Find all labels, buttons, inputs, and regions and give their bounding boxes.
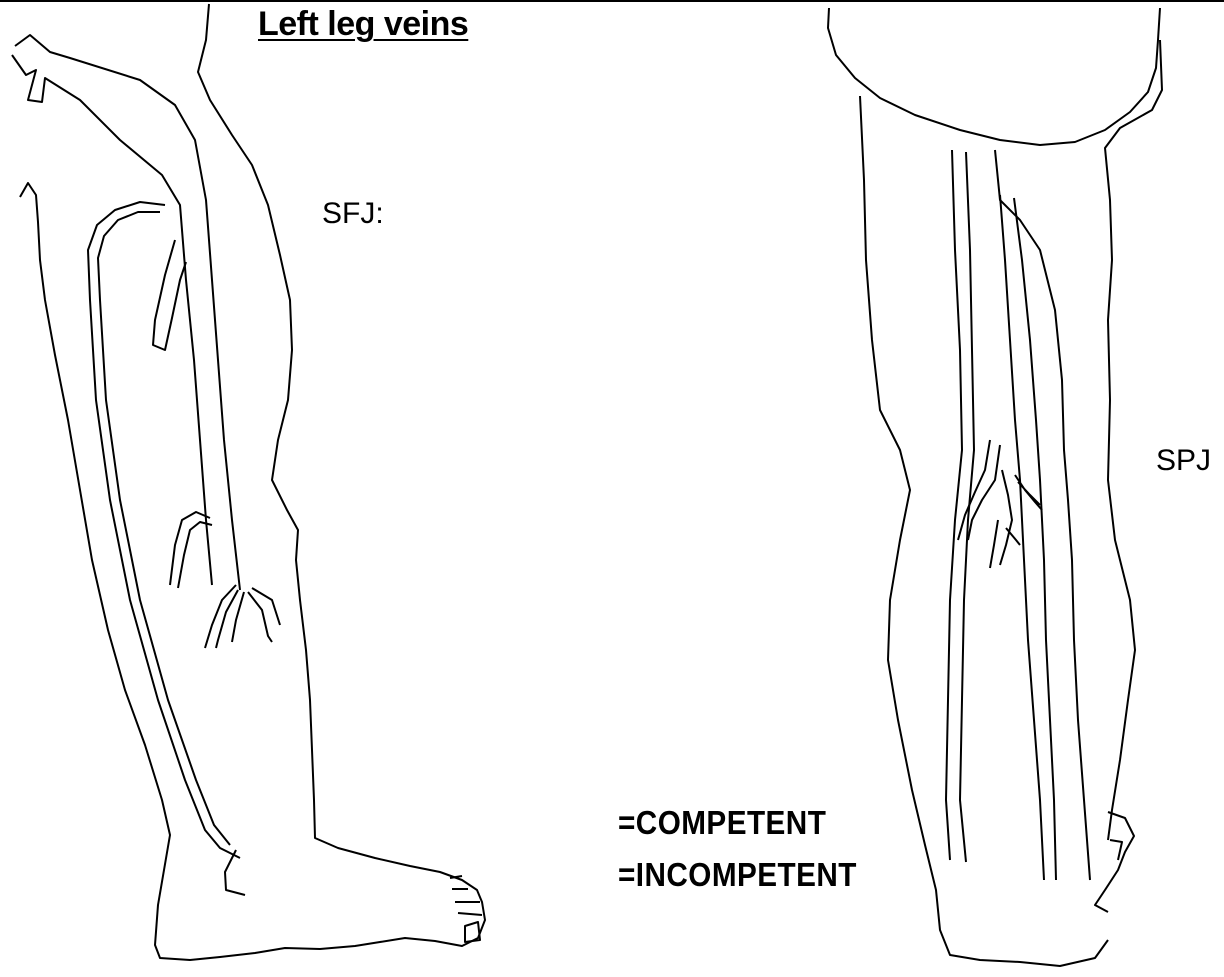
popliteal-tributaries	[958, 440, 1042, 568]
medial-leg-view	[12, 4, 485, 960]
posterior-leg-view	[828, 8, 1162, 966]
groin-tributary	[153, 240, 186, 350]
central-vein-left	[1000, 195, 1044, 880]
knee-tributary	[170, 512, 212, 588]
medial-leg-front-outline	[20, 4, 485, 960]
central-vein-right	[1014, 198, 1056, 880]
legend-competent: =COMPETENT	[618, 805, 826, 841]
heel-notch	[225, 850, 245, 895]
ankle-bump	[1095, 812, 1134, 912]
calf-branches	[205, 585, 280, 648]
accessory-saphenous-vein-inner	[98, 212, 230, 845]
legend-incompetent: =INCOMPETENT	[618, 857, 857, 893]
buttock-outline	[828, 8, 1160, 145]
sfj-label: SFJ:	[322, 197, 384, 231]
small-saphenous-vein-right	[960, 152, 974, 862]
toes	[450, 876, 482, 942]
posterior-leg-right-outline	[1105, 40, 1162, 840]
spj-label: SPJ	[1156, 444, 1211, 478]
diagram-title: Left leg veins	[258, 4, 468, 44]
accessory-saphenous-vein	[88, 202, 240, 858]
great-saphenous-vein-outer	[15, 35, 240, 590]
small-saphenous-vein-left	[946, 150, 962, 860]
